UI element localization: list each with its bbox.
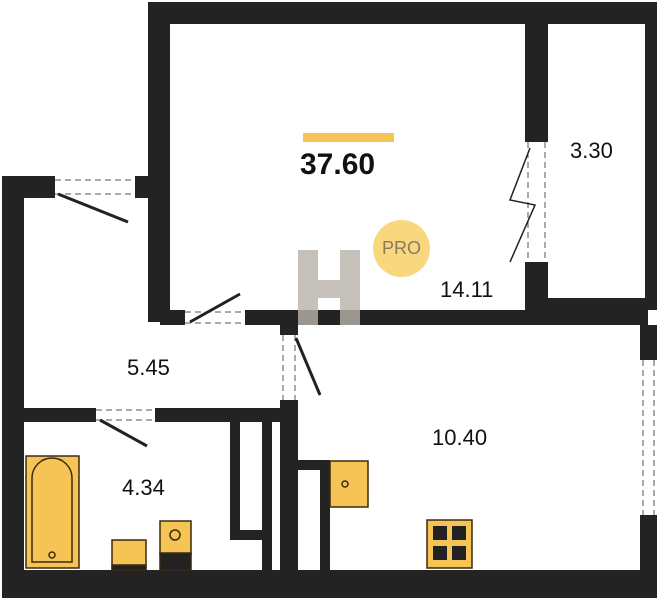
- room-area-living: 14.11: [440, 277, 494, 302]
- room-area-bathroom: 4.34: [122, 475, 165, 500]
- room-area-kitchen: 10.40: [432, 425, 488, 450]
- watermark-logo: [298, 250, 360, 325]
- room-area-hallway: 5.45: [127, 355, 170, 380]
- fixtures: [25, 455, 473, 571]
- sink-icon: [111, 539, 147, 569]
- pro-badge: PRO: [373, 220, 430, 277]
- door-leaves: [57, 147, 537, 448]
- toilet-icon: [159, 520, 192, 556]
- total-area-accent-bar: [303, 133, 394, 142]
- door-openings: [55, 142, 655, 515]
- total-area: 37.60: [300, 148, 376, 181]
- kitchen-sink-icon: [329, 460, 369, 508]
- room-area-balcony: 3.30: [570, 138, 613, 163]
